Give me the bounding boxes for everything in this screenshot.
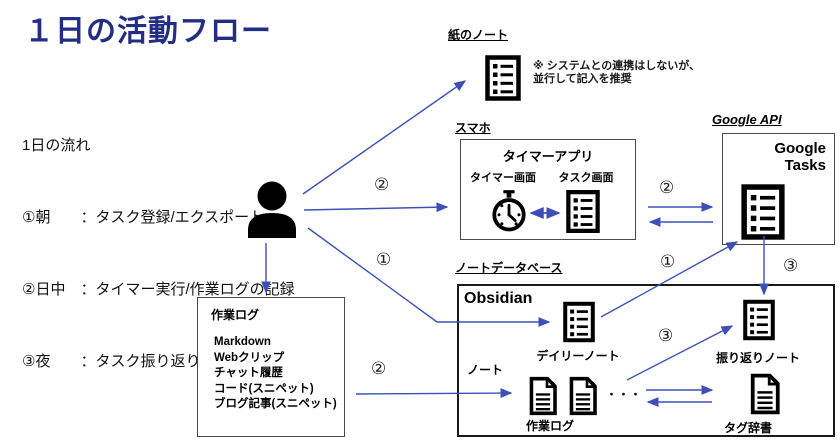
- step2-badge-person-to-timer: ②: [374, 175, 390, 194]
- worklog-item-list: Markdown Webクリップ チャット履歴 コード(スニペット) ブログ記事…: [198, 323, 344, 413]
- worklog-item: コード(スニペット): [214, 382, 314, 395]
- daily-note-label: デイリーノート: [536, 349, 620, 363]
- worklog-item: Webクリップ: [214, 351, 285, 364]
- step2-badge-worklog-to-notes: ②: [371, 359, 387, 378]
- legend-heading: 1日の流れ: [22, 137, 91, 154]
- worklog-document-icon: [567, 374, 599, 418]
- legend-line-morning: ①朝 ：タスク登録/エクスポート: [22, 209, 265, 226]
- annotation-line1: ※ システムとの連携はしないが、: [533, 60, 701, 72]
- worklog-box-title: 作業ログ: [211, 308, 260, 322]
- worklog-item: チャット履歴: [214, 367, 283, 379]
- tag-dictionary-document-icon: [748, 371, 782, 417]
- obsidian-worklog-label: 作業ログ: [525, 419, 574, 433]
- legend-line-night: ③夜 ：タスク振り返り: [22, 353, 201, 370]
- step2-badge-timer-to-tasks: ②: [659, 178, 675, 197]
- note-database-label: ノートデータベース: [455, 261, 563, 275]
- daily-flow-legend: 1日の流れ ①朝 ：タスク登録/エクスポート ②日中 ：タイマー実行/作業ログの…: [22, 86, 295, 422]
- review-note-list-icon: [743, 297, 775, 343]
- google-tasks-line2: Tasks: [784, 157, 826, 174]
- tag-dictionary-label: タグ辞書: [723, 421, 772, 435]
- worklog-item: ブログ記事(スニペット): [214, 398, 337, 410]
- paper-note-list-icon: [485, 55, 521, 101]
- google-tasks-title: Google Tasks: [723, 134, 834, 174]
- daily-note-list-icon: [563, 299, 595, 345]
- person-icon: [246, 181, 298, 239]
- review-note-label: 振り返りノート: [715, 351, 800, 365]
- note-label: ノート: [467, 363, 504, 377]
- page-title: １日の活動フロー: [24, 15, 272, 48]
- step1-badge-person-to-dailynote: ①: [376, 250, 392, 269]
- paper-note-annotation: ※ システムとの連携はしないが、 並行して記入を推奨: [533, 60, 700, 86]
- arrow-person-to-timer-app: [303, 202, 449, 213]
- smartphone-label: スマホ: [455, 121, 491, 135]
- annotation-line2: 並行して記入を推奨: [533, 73, 632, 85]
- step1-badge-dailynote-to-tasks: ①: [660, 252, 676, 271]
- paper-note-label: 紙のノート: [448, 28, 509, 42]
- legend-line-daytime: ②日中 ：タイマー実行/作業ログの記録: [22, 281, 295, 298]
- obsidian-title: Obsidian: [464, 290, 533, 307]
- task-screen-list-icon: [566, 189, 600, 234]
- worklog-item: Markdown: [214, 336, 271, 348]
- google-api-label: Google API: [712, 112, 782, 127]
- step3-badge-notes-to-review: ③: [658, 326, 674, 345]
- stopwatch-icon: [490, 189, 528, 233]
- timer-app-box: [460, 139, 636, 240]
- step3-badge-tasks-to-review: ③: [783, 256, 799, 275]
- timer-screen-label: タイマー画面: [470, 172, 536, 184]
- google-tasks-line1: Google: [774, 140, 826, 157]
- ellipsis-more-notes: ・・・: [606, 389, 642, 401]
- task-screen-label: タスク画面: [558, 172, 614, 184]
- timer-app-title: タイマーアプリ: [502, 149, 594, 164]
- google-tasks-list-icon: [741, 184, 785, 240]
- worklog-source-box: 作業ログ Markdown Webクリップ チャット履歴 コード(スニペット) …: [197, 297, 345, 437]
- worklog-document-icon: [527, 374, 559, 418]
